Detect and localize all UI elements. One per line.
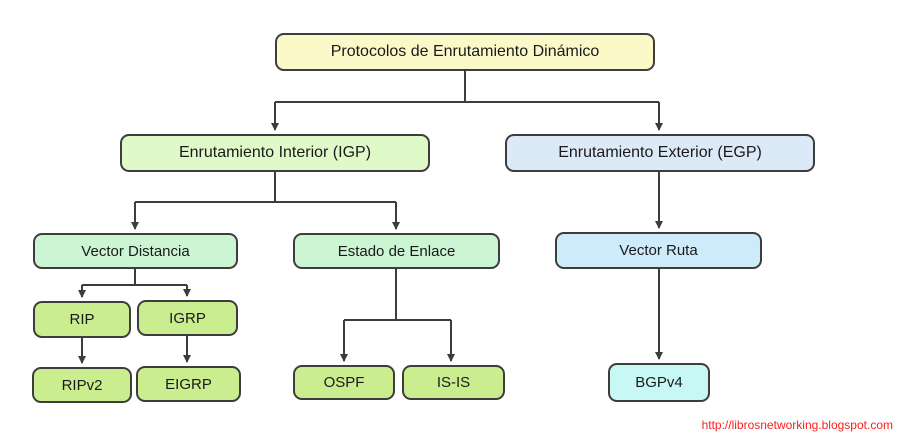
node-ospf: OSPF: [293, 365, 395, 400]
node-label: Vector Distancia: [81, 242, 190, 260]
node-label: BGPv4: [635, 374, 683, 391]
node-label: IS-IS: [436, 374, 471, 391]
node-label: RIPv2: [61, 376, 103, 394]
node-label: OSPF: [323, 374, 365, 391]
node-enrutamiento-interior-igp: Enrutamiento Interior (IGP): [120, 134, 430, 172]
node-vector-ruta: Vector Ruta: [555, 232, 762, 269]
node-label: Estado de Enlace: [337, 242, 456, 260]
node-vector-distancia: Vector Distancia: [33, 233, 238, 269]
node-label: Enrutamiento Exterior (EGP): [558, 144, 762, 161]
node-eigrp: EIGRP: [136, 366, 241, 402]
node-label: Protocolos de Enrutamiento Dinámico: [330, 43, 600, 60]
node-enrutamiento-exterior-egp: Enrutamiento Exterior (EGP): [505, 134, 815, 172]
node-label: RIP: [69, 311, 95, 328]
node-igrp: IGRP: [137, 300, 238, 336]
node-label: IGRP: [169, 309, 206, 327]
node-label: Vector Ruta: [619, 242, 698, 259]
node-rip: RIP: [33, 301, 131, 338]
node-is-is: IS-IS: [402, 365, 505, 400]
node-bgpv4: BGPv4: [608, 363, 710, 402]
node-label: EIGRP: [165, 375, 212, 393]
credit-url: http://librosnetworking.blogspot.com: [701, 418, 893, 432]
node-protocolos-enrutamiento-dinamico: Protocolos de Enrutamiento Dinámico: [275, 33, 655, 71]
node-estado-de-enlace: Estado de Enlace: [293, 233, 500, 269]
node-ripv2: RIPv2: [32, 367, 132, 403]
node-label: Enrutamiento Interior (IGP): [178, 144, 372, 161]
